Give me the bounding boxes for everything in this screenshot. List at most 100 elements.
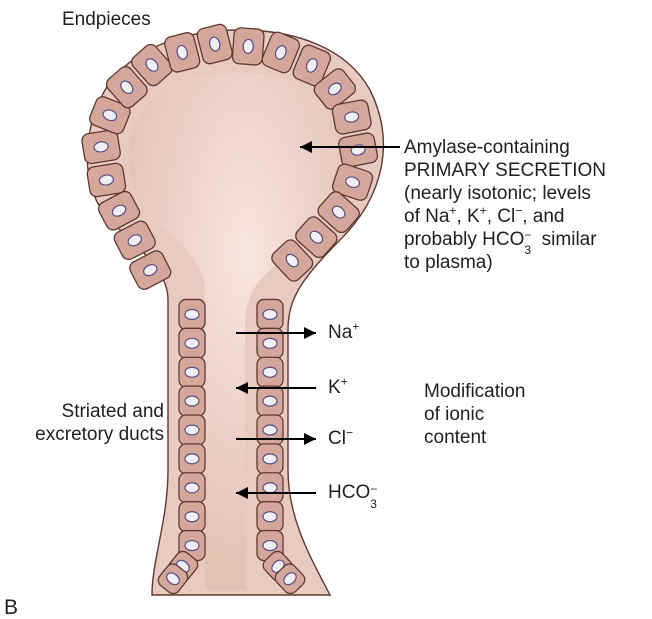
left-duct-cell xyxy=(178,356,206,388)
ducts-line-1: Striated and xyxy=(61,401,164,422)
endpiece-cell xyxy=(292,44,332,87)
primary-line-1: Amylase-containing xyxy=(404,137,570,158)
endpiece-cell xyxy=(164,32,201,73)
endpiece-nucleus xyxy=(242,38,254,55)
endpiece-nucleus xyxy=(127,234,142,247)
endpiece-cell xyxy=(331,163,374,201)
right-duct-cell xyxy=(256,356,284,388)
left-duct-nucleus xyxy=(184,424,200,436)
endpiece-cell xyxy=(313,68,357,110)
right-flare-cell xyxy=(274,563,306,595)
modification-line-2: of ionic xyxy=(424,404,485,425)
endpiece-nucleus xyxy=(285,253,299,268)
lumen xyxy=(128,72,342,591)
panel-label: B xyxy=(4,596,18,619)
primary-line-3: (nearly isotonic; levels xyxy=(404,183,591,204)
right-duct-nucleus xyxy=(262,366,278,378)
endpiece-cell xyxy=(295,216,338,259)
left-flare-nucleus xyxy=(166,572,180,586)
endpiece-nucleus xyxy=(143,264,158,277)
right-duct-cell xyxy=(256,414,284,446)
endpiece-nucleus xyxy=(331,205,346,219)
ion-label-cl: Cl− xyxy=(328,425,353,449)
ion-arrow-cl-head xyxy=(304,433,316,445)
primary-line-6: to plasma) xyxy=(404,252,493,273)
right-duct-nucleus xyxy=(262,539,278,552)
primary-secretion-arrow-head xyxy=(300,141,312,153)
endpiece-cell xyxy=(338,132,379,168)
endpiece-cell xyxy=(131,43,173,87)
endpiece-cell xyxy=(86,162,127,198)
ion-label-k: K+ xyxy=(328,374,348,398)
endpiece-cell xyxy=(105,66,148,109)
right-duct-nucleus xyxy=(262,308,278,321)
endpiece-nucleus xyxy=(111,204,127,217)
right-duct-cell xyxy=(256,298,284,331)
endpiece-cell xyxy=(317,191,360,234)
left-duct-nucleus xyxy=(184,453,200,465)
panel-letter: B xyxy=(4,596,19,619)
ion-arrow-hco-head xyxy=(236,487,248,499)
modification-line-3: content xyxy=(424,427,487,448)
endpiece-nucleus xyxy=(327,82,342,96)
left-duct-nucleus xyxy=(184,308,200,321)
left-duct-nucleus xyxy=(184,337,200,349)
right-duct-cell xyxy=(256,501,284,533)
right-duct-nucleus xyxy=(262,424,278,436)
left-duct-nucleus xyxy=(184,395,200,407)
left-duct-cell xyxy=(178,414,206,446)
endpiece-nucleus xyxy=(120,80,134,95)
ion-label-na: Na+ xyxy=(328,319,360,343)
right-duct-nucleus xyxy=(262,453,278,465)
endpiece-nucleus xyxy=(305,58,318,73)
endpiece-cell xyxy=(261,31,301,74)
left-duct-nucleus xyxy=(184,511,200,523)
left-duct-cell xyxy=(178,472,206,504)
endpiece-nucleus xyxy=(309,230,324,244)
endpiece-nucleus xyxy=(274,45,287,60)
endpiece-nucleus xyxy=(344,111,360,123)
right-duct-nucleus xyxy=(262,511,278,523)
endpieces-label: Endpieces xyxy=(62,8,151,31)
right-duct-cell xyxy=(256,385,284,417)
right-duct-nucleus xyxy=(262,395,278,407)
endpiece-nucleus xyxy=(102,109,118,122)
endpiece-cell xyxy=(113,220,156,261)
endpiece-nucleus xyxy=(176,44,188,60)
left-duct-nucleus xyxy=(184,482,200,494)
endpiece-cell xyxy=(331,99,372,135)
endpiece-cell xyxy=(196,23,233,65)
primary-line-5: probably HCO−3 similar xyxy=(404,228,597,257)
left-duct-nucleus xyxy=(184,539,200,552)
left-duct-cell xyxy=(178,298,206,331)
left-duct-cell xyxy=(178,327,206,359)
ion-arrow-k-head xyxy=(236,382,248,394)
primary-line-4: of Na+, K+, Cl−, and xyxy=(404,203,565,227)
right-duct-nucleus xyxy=(262,482,278,494)
endpiece-cell xyxy=(81,129,121,165)
endpieces-text: Endpieces xyxy=(62,9,151,30)
left-duct-cell xyxy=(178,443,206,475)
primary-secretion-label: Amylase-containing PRIMARY SECRETION (ne… xyxy=(404,136,606,274)
left-flare-cell xyxy=(157,563,189,595)
endpiece-cell xyxy=(97,190,141,231)
right-duct-cell xyxy=(256,472,284,504)
primary-line-2: PRIMARY SECRETION xyxy=(404,160,607,181)
right-duct-cell xyxy=(256,443,284,475)
endpiece-cell xyxy=(271,239,314,282)
modification-label: Modification of ionic content xyxy=(424,380,525,449)
endpiece-nucleus xyxy=(208,36,221,52)
right-duct-nucleus xyxy=(262,337,278,349)
endpiece-cell xyxy=(129,250,172,290)
endpiece-cell xyxy=(89,96,131,135)
endpiece-cell xyxy=(231,27,265,66)
left-duct-nucleus xyxy=(184,366,200,378)
endpiece-nucleus xyxy=(93,141,109,153)
endpiece-nucleus xyxy=(98,174,114,186)
ion-label-hco3: HCO−3 xyxy=(328,482,378,511)
ducts-label: Striated and excretory ducts xyxy=(14,400,164,446)
left-duct-cell xyxy=(178,385,206,417)
left-duct-cell xyxy=(178,501,206,533)
